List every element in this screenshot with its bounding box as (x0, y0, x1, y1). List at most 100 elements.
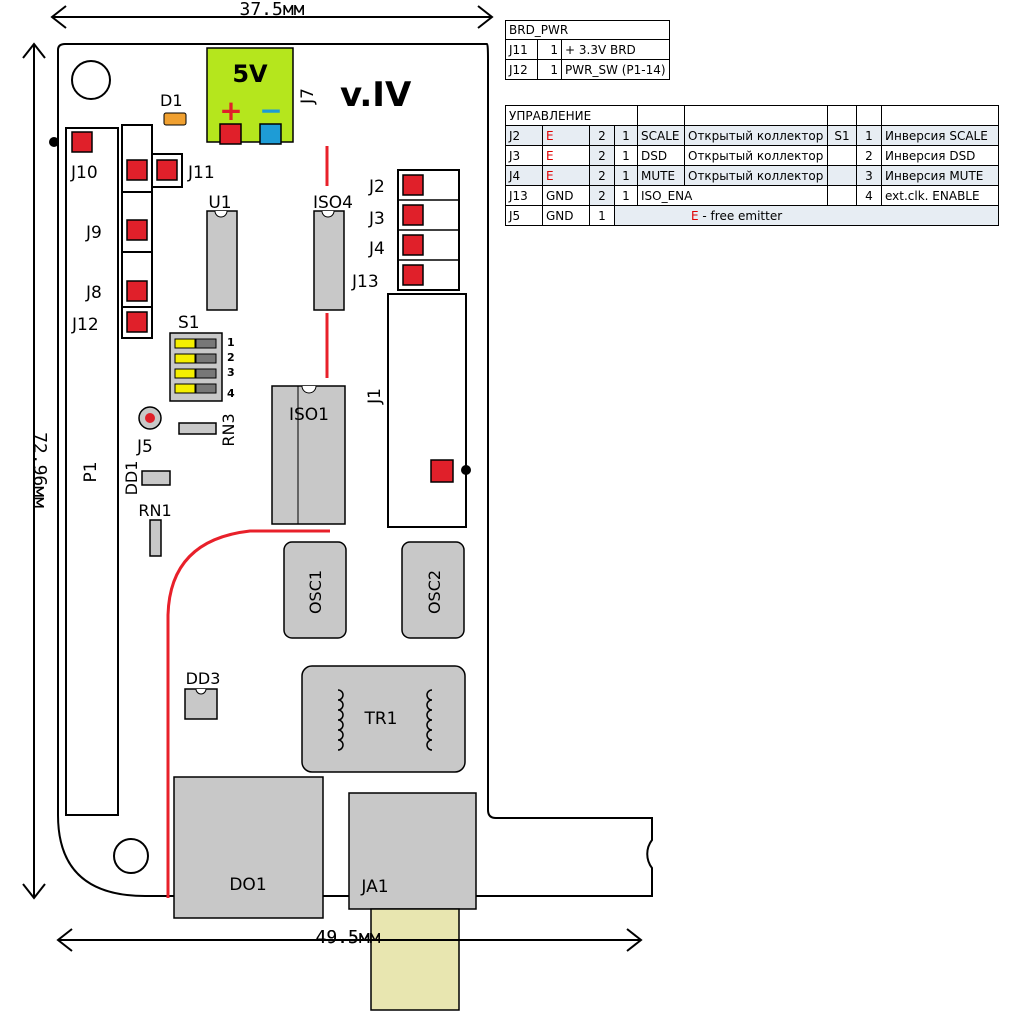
j11-label: J11 (187, 163, 215, 183)
switch-cell (827, 145, 857, 166)
ja1-connector (348, 792, 477, 910)
u1-chip (206, 210, 238, 311)
free-emitter-e: E (691, 208, 699, 223)
j12-pad (126, 311, 148, 333)
gnd-cell: GND (542, 205, 590, 226)
signal-cell: SCALE (637, 125, 685, 146)
dimension-bottom-label-over: 49.5мм (315, 927, 380, 948)
conn-cell: J5 (505, 205, 543, 226)
switch-num-cell: 1 (856, 125, 882, 146)
desc-cell: PWR_SW (P1-14) (561, 59, 670, 80)
pin-cell: 1 (589, 205, 615, 226)
j1-label: J1 (365, 388, 385, 405)
dimension-top (50, 5, 494, 29)
table-row: J11 1 + 3.3V BRD (505, 39, 670, 60)
pin-cell: 1 (614, 145, 638, 166)
dd1-label: DD1 (122, 461, 141, 496)
do1-connector (173, 776, 324, 919)
dimension-bottom-label: 49.5мм (315, 927, 380, 948)
switch-cell (827, 165, 857, 186)
emitter-cell: E (542, 165, 590, 186)
rn1-resistor (149, 519, 162, 557)
type-cell: Открытый коллектор (684, 145, 828, 166)
j10-label: J10 (70, 163, 98, 183)
u1-label: U1 (208, 193, 231, 213)
iso4-notch (321, 210, 335, 218)
table-row: J13 GND 2 1 ISO_ENA 4 ext.clk. ENABLE (505, 185, 999, 206)
conn-cell: J2 (505, 125, 543, 146)
dimension-top-label: 37.5мм (239, 0, 304, 20)
table-row: J12 1 PWR_SW (P1-14) (505, 59, 670, 80)
switch-num-cell: 3 (856, 165, 882, 186)
switch-cell (827, 185, 857, 206)
pin-cell: 1 (537, 59, 562, 80)
j11-pad (156, 159, 178, 181)
power-label: 5V (232, 60, 268, 88)
j7-plus-pad (219, 123, 242, 145)
iso4-label: ISO4 (313, 193, 353, 213)
j3-pad (402, 204, 424, 226)
type-cell: Открытый коллектор (684, 125, 828, 146)
conn-cell: J11 (505, 39, 538, 60)
osc1-label: OSC1 (306, 570, 325, 614)
iso1-chip (271, 385, 346, 525)
rn3-label: RN3 (219, 413, 238, 446)
pin-cell: 1 (614, 125, 638, 146)
control-title: УПРАВЛЕНИЕ (505, 105, 638, 126)
rn3-resistor (178, 422, 217, 435)
j2-pad (402, 174, 424, 196)
osc2-label: OSC2 (425, 570, 444, 614)
switch-desc-cell: Инверсия DSD (881, 145, 999, 166)
desc-cell: + 3.3V BRD (561, 39, 670, 60)
j1-dot (461, 465, 471, 475)
table-row: J4 E 2 1 MUTE Открытый коллектор 3 Инвер… (505, 165, 999, 186)
free-emitter-note: E - free emitter (614, 205, 999, 226)
switch-num-cell: 2 (856, 145, 882, 166)
table-row: J5 GND 1 E - free emitter (505, 205, 999, 226)
j10-pad (126, 159, 148, 181)
do1-label: DO1 (229, 875, 266, 895)
tr1-coil-left (337, 689, 344, 751)
j9-label: J9 (85, 223, 102, 243)
j8-pad (126, 280, 148, 302)
conn-cell: J13 (505, 185, 543, 206)
switch-desc-cell: Инверсия SCALE (881, 125, 999, 146)
conn-cell: J4 (505, 165, 543, 186)
switch-num-cell: 4 (856, 185, 882, 206)
j13-label: J13 (351, 272, 379, 292)
pin-cell: 1 (614, 185, 638, 206)
osc1 (283, 541, 347, 639)
u1-notch (214, 210, 228, 218)
free-emitter-text: - free emitter (698, 208, 783, 223)
tr1-label: TR1 (363, 709, 397, 729)
ja1-plug (370, 908, 460, 1011)
j7-label: J7 (298, 88, 318, 105)
osc2 (401, 541, 465, 639)
switch-desc-cell: Инверсия MUTE (881, 165, 999, 186)
signal-cell: ISO_ENA (637, 185, 828, 206)
iso4-chip (313, 210, 345, 311)
brd-pwr-table: BRD_PWR J11 1 + 3.3V BRD J12 1 PWR_SW (P… (505, 20, 670, 80)
j8-label: J8 (85, 283, 102, 303)
dimension-left-label: 72.96мм (29, 432, 50, 508)
s1-pos-1: 1 (227, 336, 235, 349)
rn1-label: RN1 (138, 501, 171, 520)
s1-pos-3: 3 (227, 366, 235, 379)
j3-label: J3 (368, 209, 385, 229)
j4-pad (402, 234, 424, 256)
j9-pad (126, 219, 148, 241)
emitter-cell: E (542, 145, 590, 166)
pin-cell: 2 (589, 165, 615, 186)
brd-pwr-title: BRD_PWR (505, 20, 670, 40)
d1-label: D1 (160, 91, 183, 110)
s1-pos-4: 4 (227, 387, 235, 400)
pin-cell: 2 (589, 145, 615, 166)
tr1-coil-right (426, 689, 433, 751)
iso1-label: ISO1 (289, 405, 329, 425)
j1-pad (430, 459, 454, 483)
s1-label: S1 (178, 313, 200, 333)
mounting-hole-top (71, 60, 111, 100)
plus-sign: + (219, 94, 242, 127)
pin-cell: 2 (589, 185, 615, 206)
